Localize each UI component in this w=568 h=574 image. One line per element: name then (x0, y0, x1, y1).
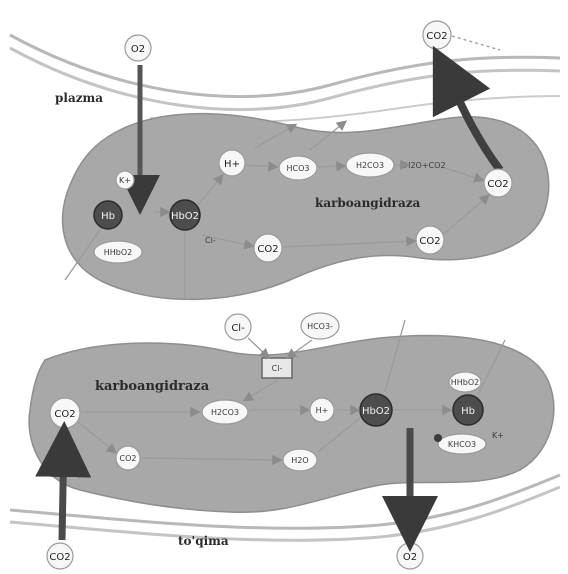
svg-text:H2CO3: H2CO3 (356, 161, 384, 170)
bottom-h2o-node: H2O (283, 449, 317, 471)
bottom-co2-in-node: CO2 (47, 543, 73, 569)
bottom-hco3-in-node: HCO3- (301, 313, 339, 339)
svg-text:HbO2: HbO2 (171, 211, 199, 222)
top-hbo2-node: HbO2 (170, 200, 200, 230)
top-h2o-co2-label: H2O+CO2 (404, 161, 445, 170)
bottom-h2co3-node: H2CO3 (202, 400, 248, 424)
co2-entry-arrow (62, 435, 64, 540)
svg-text:Hb: Hb (461, 406, 475, 417)
svg-text:HCO3-: HCO3- (307, 322, 333, 331)
svg-text:CO2: CO2 (487, 179, 508, 190)
top-co2-low-node: CO2 (416, 226, 444, 254)
bottom-dot-marker (434, 434, 442, 442)
top-h-node: H+ (219, 150, 245, 176)
top-hb-node: Hb (94, 201, 122, 229)
svg-text:Cl-: Cl- (272, 364, 283, 373)
svg-text:K+: K+ (119, 176, 131, 185)
anion-exchanger: Cl- (262, 358, 292, 378)
top-h2co3-node: H2CO3 (346, 153, 394, 177)
svg-text:O2: O2 (403, 552, 417, 563)
svg-text:H2CO3: H2CO3 (211, 408, 239, 417)
plasma-label: plazma (55, 91, 103, 105)
top-o2-molecule: O2 (125, 35, 151, 61)
enzyme-label-top: karboangidraza (315, 196, 421, 210)
svg-text:Hb: Hb (101, 211, 115, 222)
top-vessel-wall (10, 35, 560, 123)
top-co2-out-molecule: CO2 (423, 21, 451, 49)
svg-text:HCO3: HCO3 (287, 164, 310, 173)
svg-text:HHbO2: HHbO2 (104, 248, 133, 257)
top-hhb-node: HHbO2 (94, 241, 142, 263)
enzyme-label-bottom: karboangidraza (95, 379, 210, 394)
svg-text:CO2: CO2 (426, 31, 447, 42)
svg-text:H+: H+ (224, 159, 240, 170)
top-co2-mid-node: CO2 (254, 234, 282, 262)
svg-text:H+: H+ (316, 406, 329, 415)
top-k-node: K+ (116, 171, 134, 189)
bottom-o2-out-node: O2 (397, 543, 423, 569)
top-co2-right-node: CO2 (484, 169, 512, 197)
svg-text:H2O: H2O (291, 456, 308, 465)
svg-text:O2: O2 (131, 44, 145, 55)
svg-text:HHbO2: HHbO2 (451, 378, 480, 387)
bottom-h-node: H+ (310, 398, 334, 422)
bottom-khco3-node: KHCO3 (438, 434, 486, 454)
bottom-co2-left-node: CO2 (50, 398, 80, 428)
svg-text:CO2: CO2 (419, 236, 440, 247)
svg-text:CO2: CO2 (54, 409, 75, 420)
tissue-label: to'qima (178, 534, 229, 548)
bottom-cl-in-node: Cl- (225, 314, 251, 340)
bottom-hhb-node: HHbO2 (449, 372, 481, 392)
svg-text:HbO2: HbO2 (362, 406, 390, 417)
top-hco3-node: HCO3 (279, 156, 317, 180)
bottom-k-label: K+ (492, 431, 504, 440)
bottom-hbo2-node: HbO2 (360, 394, 392, 426)
svg-text:CO2: CO2 (257, 244, 278, 255)
svg-text:Cl-: Cl- (231, 323, 245, 334)
svg-text:CO2: CO2 (120, 454, 137, 463)
bottom-co2-small-node: CO2 (116, 446, 140, 470)
svg-text:CO2: CO2 (49, 552, 70, 563)
bottom-hb-node: Hb (453, 395, 483, 425)
svg-text:KHCO3: KHCO3 (448, 440, 476, 449)
